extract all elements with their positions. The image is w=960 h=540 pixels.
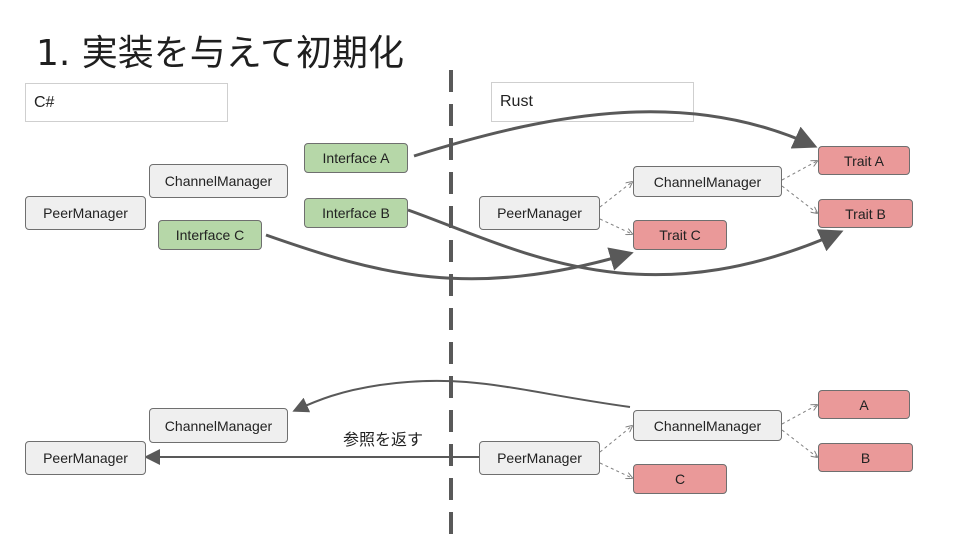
dotted-peer-to-trait-c	[599, 218, 632, 234]
trait-b-node: Trait B	[818, 199, 913, 228]
a-node: A	[818, 390, 910, 419]
trait-a-node: Trait A	[818, 146, 910, 175]
dotted-channel-to-trait-a	[781, 161, 817, 181]
csharp-channel-manager-top: ChannelManager	[149, 164, 288, 198]
rust-section-label: Rust	[491, 82, 694, 122]
interface-a-node: Interface A	[304, 143, 408, 173]
dotted-peer-to-c	[599, 462, 632, 478]
b-node: B	[818, 443, 913, 472]
c-node: C	[633, 464, 727, 494]
csharp-section-label: C#	[25, 83, 228, 122]
trait-c-node: Trait C	[633, 220, 727, 250]
arrow-interface-a-to-trait-a	[413, 110, 818, 158]
rust-channel-manager-top: ChannelManager	[633, 166, 782, 197]
dotted-peer-to-channel-bottom	[599, 426, 632, 453]
dotted-channel-to-b	[781, 429, 817, 457]
rust-peer-manager-top: PeerManager	[479, 196, 600, 230]
rust-channel-manager-bottom: ChannelManager	[633, 410, 782, 441]
csharp-peer-manager-bottom: PeerManager	[25, 441, 146, 475]
dotted-channel-to-trait-b	[781, 185, 817, 213]
interface-b-node: Interface B	[304, 198, 408, 228]
csharp-peer-manager-top: PeerManager	[25, 196, 146, 230]
arrow-interface-b-to-trait-b	[407, 208, 844, 277]
rust-peer-manager-bottom: PeerManager	[479, 441, 600, 475]
page-title: 1. 実装を与えて初期化	[36, 33, 404, 74]
arrow-interface-c-to-trait-c	[265, 233, 634, 281]
return-reference-label: 参照を返す	[343, 430, 424, 449]
arrow-channel-return	[292, 379, 631, 413]
interface-c-node: Interface C	[158, 220, 262, 250]
dotted-channel-to-a	[781, 405, 817, 425]
csharp-channel-manager-bottom: ChannelManager	[149, 408, 288, 443]
dotted-peer-to-channel-top	[599, 182, 632, 208]
